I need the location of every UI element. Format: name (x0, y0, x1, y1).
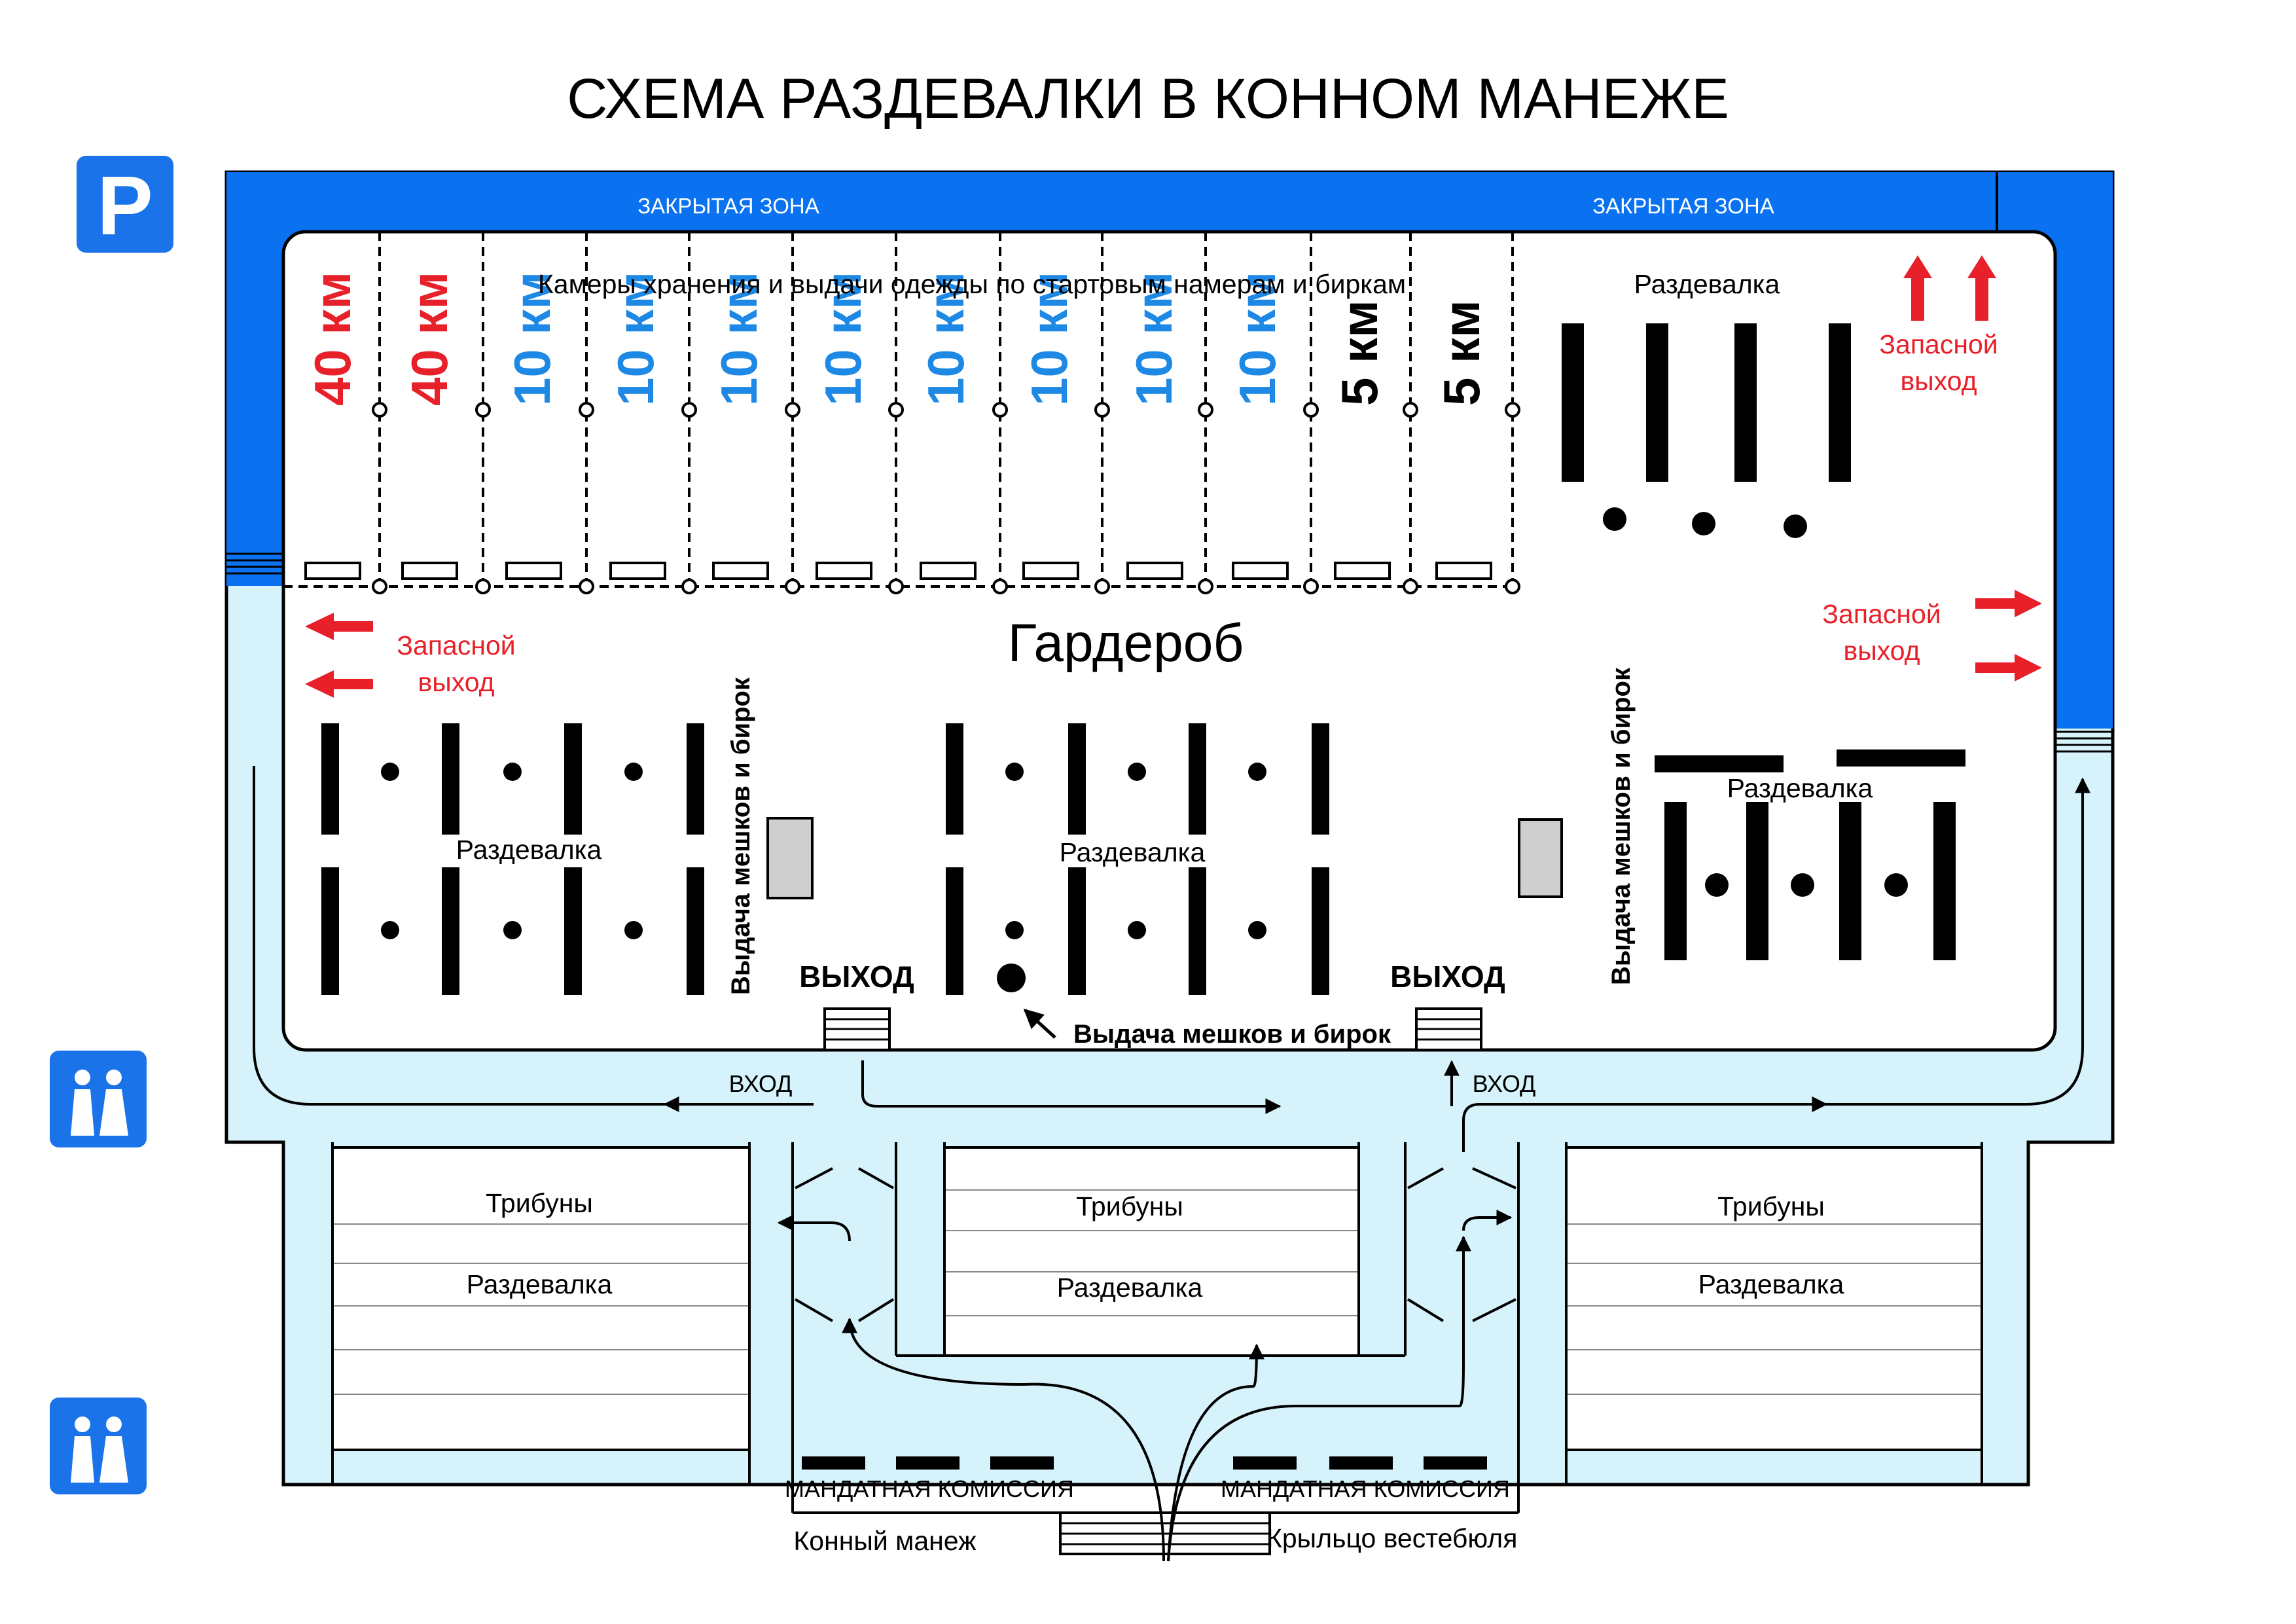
bag-issue-pointer: Выдача мешков и бирок (1023, 1008, 1391, 1049)
stands-left: Трибуны Раздевалка (331, 1146, 751, 1451)
svg-text:Трибуны: Трибуны (1717, 1191, 1825, 1221)
closed-zone (226, 172, 2113, 729)
svg-text:Раздевалка: Раздевалка (1727, 773, 1873, 803)
svg-text:Запасной: Запасной (397, 630, 515, 660)
closed-zone-label: ЗАКРЫТАЯ ЗОНА (1592, 194, 1774, 218)
changing-room-left: Раздевалка (321, 723, 704, 995)
svg-text:Запасной: Запасной (1822, 599, 1941, 629)
svg-text:Крыльцо вестебюля: Крыльцо вестебюля (1266, 1523, 1517, 1553)
stands-center: Трибуны Раздевалка (943, 1146, 1360, 1357)
storage-caption: Камеры хранения и выдачи одежды по старт… (538, 269, 1406, 299)
svg-text:Раздевалка: Раздевалка (1057, 1272, 1203, 1303)
credentials-committee-right: МАНДАТНАЯ КОМИССИЯ (1221, 1456, 1510, 1502)
emergency-exit-right: Запасной выход (1822, 590, 2042, 681)
stands-right: Трибуны Раздевалка (1565, 1146, 1983, 1451)
distance-labels: 40 км 40 км 10 км 10 км 10 км 10 км 10 к… (304, 272, 1490, 406)
bag-issue-desk (1518, 818, 1563, 898)
distance-label: 5 км (1331, 300, 1388, 406)
wardrobe-label: Гардероб (1008, 613, 1244, 673)
svg-text:P: P (97, 159, 152, 253)
svg-text:выход: выход (418, 667, 494, 697)
svg-text:Выдача мешков и бирок: Выдача мешков и бирок (1073, 1020, 1391, 1049)
parking-icon: P (77, 156, 173, 253)
entrance-label: ВХОД (729, 1070, 793, 1097)
horse-arena-label: Конный манеж (793, 1526, 977, 1556)
svg-text:Раздевалка: Раздевалка (1634, 269, 1780, 299)
closed-zone-label: ЗАКРЫТАЯ ЗОНА (637, 194, 819, 218)
distance-label: 10 км (1229, 272, 1286, 406)
distance-label: 40 км (304, 272, 361, 406)
changing-room-center: Раздевалка (946, 723, 1329, 995)
bag-issue-label: Выдача мешков и бирок (1607, 667, 1636, 985)
storage-counters (304, 562, 1492, 580)
vestibule-porch: Крыльцо вестебюля (1059, 1511, 1517, 1555)
distance-label: 10 км (917, 272, 975, 406)
svg-text:выход: выход (1900, 366, 1977, 396)
storage-grid-nodes (372, 402, 1520, 594)
flow-arrows (253, 766, 2090, 1562)
distance-label: 10 км (1020, 272, 1078, 406)
changing-room-top-right: Раздевалка (1562, 269, 1851, 538)
distance-label: 5 км (1433, 300, 1490, 406)
credentials-committee-left: МАНДАТНАЯ КОМИССИЯ (785, 1456, 1074, 1502)
svg-text:Трибуны: Трибуны (1076, 1191, 1183, 1221)
svg-text:Запасной: Запасной (1879, 329, 1998, 359)
svg-text:МАНДАТНАЯ КОМИССИЯ: МАНДАТНАЯ КОМИССИЯ (1221, 1475, 1510, 1502)
changing-room-right: Раздевалка (1655, 749, 1965, 960)
svg-text:Раздевалка: Раздевалка (1698, 1269, 1844, 1299)
emergency-exit-top-right: Запасной выход (1879, 255, 1998, 396)
svg-text:Трибуны: Трибуны (486, 1188, 593, 1218)
distance-label: 10 км (710, 272, 768, 406)
distance-label: 10 км (607, 272, 664, 406)
svg-text:выход: выход (1843, 636, 1920, 666)
main-hall (281, 230, 2057, 1052)
exit-right: ВЫХОД (1390, 960, 1505, 1051)
svg-text:ВЫХОД: ВЫХОД (799, 960, 914, 994)
bag-issue-desk (766, 817, 814, 899)
page-title: СХЕМА РАЗДЕВАЛКИ В КОННОМ МАНЕЖЕ (567, 67, 1729, 130)
distance-label: 10 км (503, 272, 561, 406)
restroom-icon (50, 1398, 147, 1494)
entrance-label: ВХОД (1473, 1070, 1536, 1097)
svg-text:Раздевалка: Раздевалка (1060, 837, 1206, 867)
svg-text:МАНДАТНАЯ КОМИССИЯ: МАНДАТНАЯ КОМИССИЯ (785, 1475, 1074, 1502)
distance-label: 10 км (814, 272, 872, 406)
svg-text:Раздевалка: Раздевалка (467, 1269, 613, 1299)
exit-left: ВЫХОД (799, 960, 914, 1051)
distance-label: 40 км (401, 272, 458, 406)
svg-text:Раздевалка: Раздевалка (456, 835, 602, 865)
bag-issue-label: Выдача мешков и бирок (726, 677, 755, 995)
distance-label: 10 км (1125, 272, 1183, 406)
svg-text:ВЫХОД: ВЫХОД (1390, 960, 1505, 994)
emergency-exit-left: Запасной выход (305, 613, 516, 698)
restroom-icon (50, 1051, 147, 1147)
